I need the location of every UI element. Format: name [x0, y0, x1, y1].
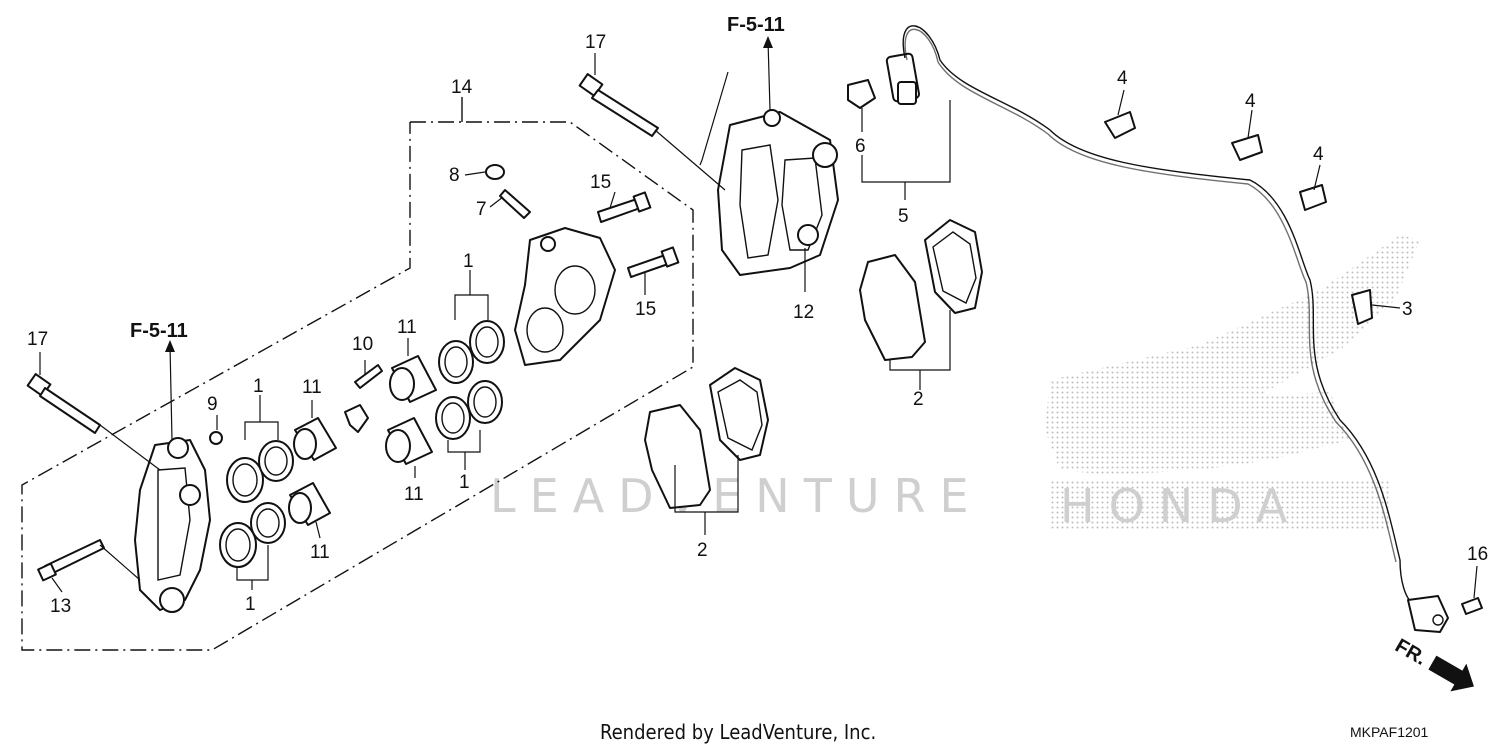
caliper-assembly-12	[717, 109, 839, 276]
callout-11-upper-left: 11	[302, 377, 322, 398]
caliper-half-right	[514, 227, 616, 366]
bolt-16	[1461, 597, 1483, 615]
front-direction-label: FR.	[1391, 635, 1430, 670]
callout-2-center: 2	[697, 540, 708, 561]
seal-rings-1-left	[219, 440, 294, 568]
callout-9: 9	[207, 394, 218, 415]
callout-3: 3	[1402, 299, 1413, 320]
callout-4-a: 4	[1117, 68, 1128, 89]
pin-13	[37, 539, 105, 582]
sensor-wire-5	[902, 25, 1416, 606]
front-arrow-icon	[1428, 655, 1474, 692]
callout-15-upper: 15	[590, 172, 611, 193]
brake-pads-2-right	[859, 219, 983, 361]
callout-6: 6	[855, 136, 866, 157]
clamp-4-b	[1231, 134, 1263, 161]
callout-1-left-upper: 1	[253, 376, 264, 397]
callout-10: 10	[352, 334, 373, 355]
rendered-by-credit: Rendered by LeadVenture, Inc.	[600, 720, 876, 744]
clip-6	[847, 79, 876, 109]
leader-lines	[39, 39, 1478, 599]
bolt-15-upper	[597, 191, 652, 223]
washer-9	[209, 431, 223, 445]
callout-5: 5	[898, 206, 909, 227]
callout-13: 13	[50, 596, 71, 617]
seal-rings-1-right	[435, 320, 505, 440]
caliper-half-left	[134, 437, 211, 613]
leadventure-watermark: LEADVENTURE	[490, 469, 983, 523]
callout-2-right: 2	[913, 389, 924, 410]
callout-4-b: 4	[1245, 91, 1256, 112]
bleeder-cap-8	[485, 164, 505, 180]
callout-11-lower-right: 11	[404, 484, 424, 505]
callout-14: 14	[451, 77, 473, 98]
bolt-17-left	[26, 373, 101, 434]
front-direction-indicator: FR.	[1391, 635, 1474, 692]
bolt-17-top	[578, 73, 659, 137]
callout-17-top: 17	[585, 32, 606, 53]
callout-1-lower: 1	[459, 472, 470, 493]
reference-label-left: F-5-11	[130, 320, 188, 342]
pistons-11	[288, 355, 437, 526]
callout-4-c: 4	[1313, 144, 1324, 165]
honda-wing-watermark	[1045, 235, 1420, 530]
brake-pads-2-center	[644, 367, 769, 509]
callout-1-left-lower: 1	[245, 594, 256, 615]
reference-arrows	[165, 36, 773, 352]
clamp-4-a	[1104, 111, 1136, 139]
callout-11-upper-right: 11	[397, 317, 417, 338]
sensor-head	[1407, 595, 1449, 633]
callout-17-left: 17	[27, 329, 48, 350]
assembly-14-outline	[21, 97, 694, 651]
callout-1-upper: 1	[463, 251, 474, 272]
diagram-code: MKPAF1201	[1350, 724, 1429, 740]
bleeder-screw-7	[499, 189, 531, 219]
speed-sensor-connector-5	[885, 52, 920, 105]
bolt-15-lower	[627, 246, 680, 278]
callout-15-lower: 15	[635, 299, 656, 320]
callout-7: 7	[476, 199, 487, 220]
callout-8: 8	[449, 165, 460, 186]
pad-pin-10	[344, 364, 383, 433]
reference-label-top: F-5-11	[727, 14, 785, 36]
callout-16: 16	[1467, 544, 1488, 565]
honda-watermark-text: HONDA	[1060, 479, 1301, 533]
clamp-4-c	[1299, 184, 1327, 211]
clamp-3	[1351, 289, 1373, 325]
callout-11-lower-left: 11	[310, 542, 330, 563]
callout-12: 12	[793, 302, 814, 323]
